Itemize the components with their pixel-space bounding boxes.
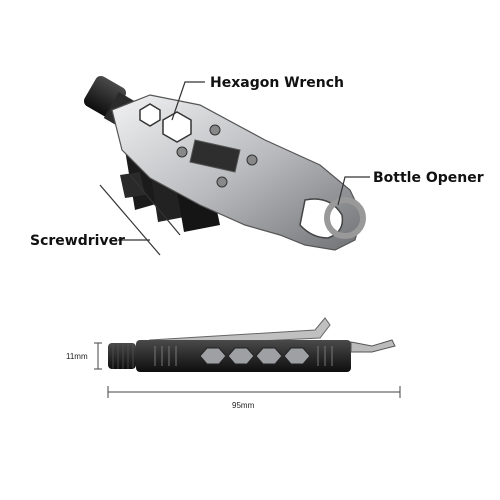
bottle-opener-hook [324,197,366,239]
label-hexagon-wrench: Hexagon Wrench [210,75,344,91]
screw [176,146,188,158]
length-dimension-label: 95mm [232,401,255,410]
center-window [189,139,241,173]
hex-hole-small [139,103,161,127]
callout-lines [99,81,370,256]
callout-line-bottle [337,176,370,206]
hex-hole-large [162,111,192,143]
label-screwdriver: Screwdriver [30,233,125,249]
callout-line-screwdriver-2 [129,174,181,236]
side-opener-tip [350,339,396,353]
knurled-knob-side [108,343,136,369]
screw [246,154,258,166]
multitool-top-view [83,75,366,251]
screw [209,124,221,136]
multitool-side-view [108,317,396,372]
callout-line-screwdriver [99,184,161,256]
label-bottle-opener: Bottle Opener [373,170,484,186]
callout-line-hexagon [171,81,205,121]
dimension-lines [94,342,401,398]
hex-window [199,347,227,365]
screw [216,176,228,188]
hex-window [283,347,311,365]
height-dimension-label: 11mm [66,352,88,361]
hex-window [255,347,283,365]
hex-window [227,347,255,365]
